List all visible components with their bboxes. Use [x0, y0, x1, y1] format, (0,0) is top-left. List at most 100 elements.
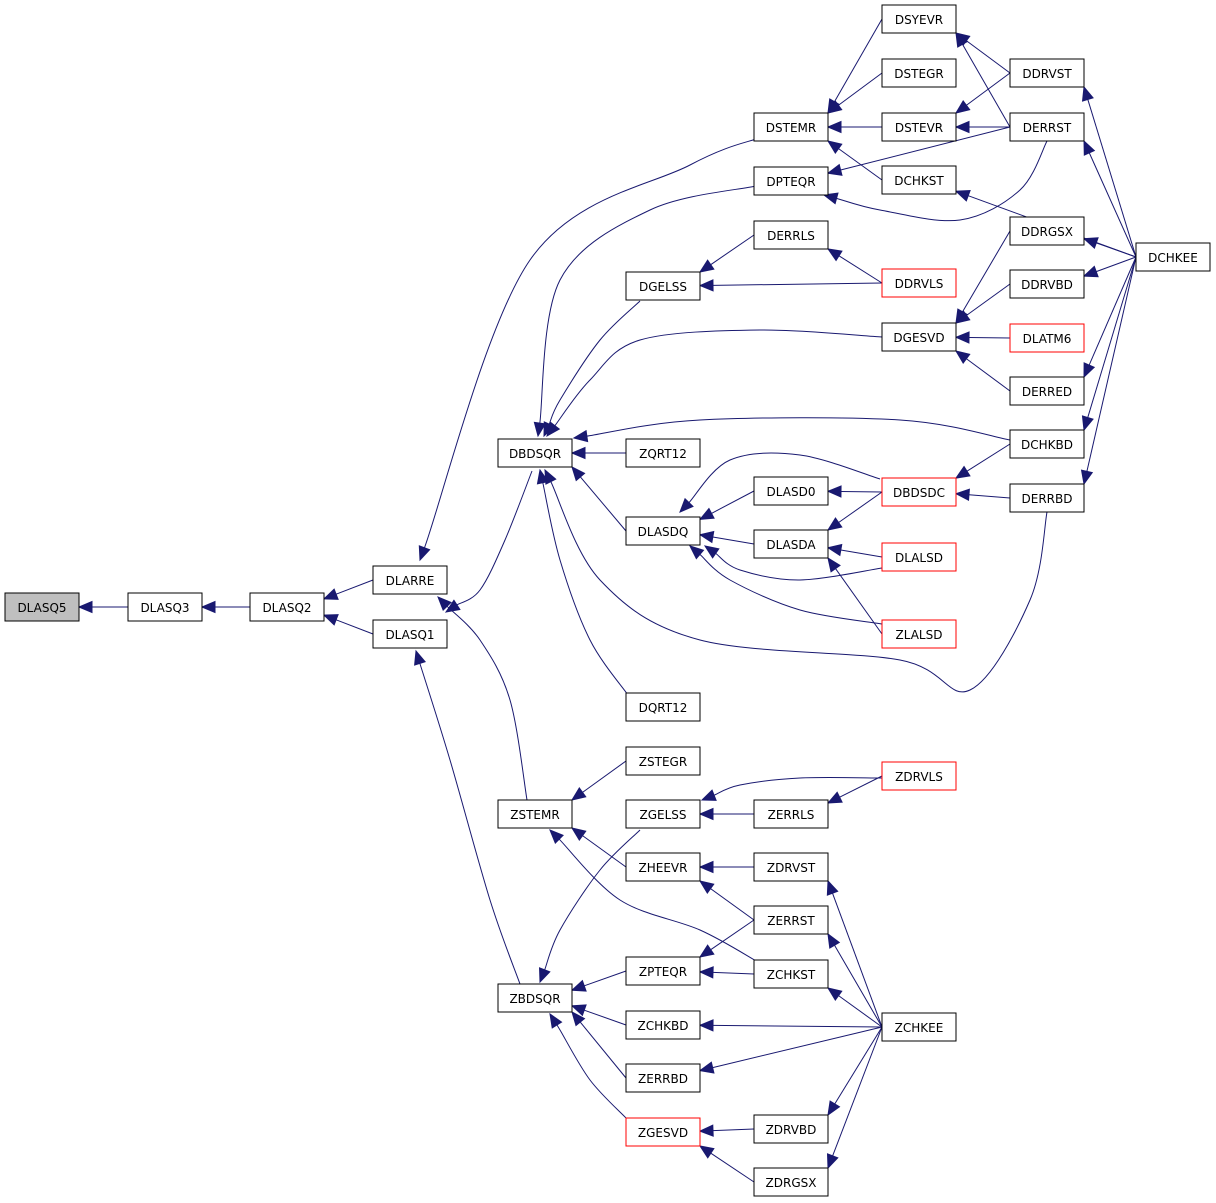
node-zgelss[interactable]: ZGELSS: [625, 799, 701, 829]
edge-dlasq1-to-dlasq2: [322, 614, 374, 635]
node-ddrgsx[interactable]: DDRGSX: [1009, 216, 1085, 246]
node-zdrvst[interactable]: ZDRVST: [753, 852, 829, 882]
edge-line: [1087, 99, 1137, 258]
node-label: DDRVBD: [1021, 278, 1073, 292]
node-dchkee[interactable]: DCHKEE: [1135, 242, 1211, 272]
edge-derrbd-to-dbdsdc: [954, 488, 1011, 502]
edge-dlasda-to-dlasdq: [698, 530, 755, 545]
edge-zheevr-to-zstemr: [570, 827, 627, 868]
edge-line: [1096, 256, 1137, 273]
node-zdrvls[interactable]: ZDRVLS: [881, 761, 957, 791]
node-dlasq3[interactable]: DLASQ3: [127, 592, 203, 622]
node-dlatm6[interactable]: DLATM6: [1009, 323, 1085, 353]
node-label: ZERRST: [767, 914, 815, 928]
edge-line: [710, 919, 755, 951]
node-dlarre[interactable]: DLARRE: [372, 565, 448, 595]
edge-line: [712, 1128, 755, 1132]
node-box: [881, 761, 957, 791]
node-zgesvd[interactable]: ZGESVD: [625, 1117, 701, 1147]
node-dgesvd[interactable]: DGESVD: [881, 322, 957, 352]
edge-zchkee-to-zerrst: [827, 932, 883, 1028]
edge-dstegr-to-dstemr: [826, 72, 883, 114]
node-dstemr[interactable]: DSTEMR: [753, 112, 829, 142]
edge-arrowhead: [822, 192, 839, 205]
node-box: [1009, 269, 1085, 299]
node-dlasq2[interactable]: DLASQ2: [249, 592, 325, 622]
edge-arrowhead: [77, 600, 93, 614]
edge-line: [1088, 256, 1137, 366]
node-label: DDRVLS: [895, 277, 944, 291]
node-dstevr[interactable]: DSTEVR: [881, 112, 957, 142]
node-label: ZQRT12: [639, 447, 687, 461]
node-dlasd0[interactable]: DLASD0: [753, 476, 829, 506]
node-zerrls[interactable]: ZERRLS: [753, 799, 829, 829]
node-derrls[interactable]: DERRLS: [753, 220, 829, 250]
node-dlasdq[interactable]: DLASDQ: [625, 516, 701, 546]
node-label: DERRBD: [1022, 492, 1073, 506]
node-label: ZDRGSX: [766, 1176, 817, 1190]
node-box: [753, 220, 829, 250]
node-derred[interactable]: DERRED: [1009, 376, 1085, 406]
edge-arrowhead: [570, 446, 586, 460]
node-zpteqr[interactable]: ZPTEQR: [625, 956, 701, 986]
edge-arrowhead: [549, 829, 564, 844]
node-zstegr[interactable]: ZSTEGR: [625, 746, 701, 776]
edge-dlasd0-to-dlasdq: [698, 490, 755, 521]
node-dsyevr[interactable]: DSYEVR: [881, 4, 957, 34]
node-zchkee[interactable]: ZCHKEE: [881, 1012, 957, 1042]
node-dpteqr[interactable]: DPTEQR: [753, 166, 829, 196]
edge-line: [834, 944, 883, 1028]
node-label: DSTEVR: [895, 121, 943, 135]
edge-dchkee-to-ddrvst: [1081, 85, 1137, 258]
edge-arrowhead: [572, 429, 589, 443]
node-ddrvls[interactable]: DDRVLS: [881, 268, 957, 298]
node-derrbd[interactable]: DERRBD: [1009, 483, 1085, 513]
edge-line: [710, 888, 755, 921]
node-zdrgsx[interactable]: ZDRGSX: [753, 1167, 829, 1197]
node-dlalsd[interactable]: DLALSD: [881, 542, 957, 572]
edge-arrowhead: [954, 99, 971, 114]
node-dstegr[interactable]: DSTEGR: [881, 58, 957, 88]
node-dlasq5[interactable]: DLASQ5: [4, 592, 80, 622]
edge-line: [962, 44, 1011, 128]
node-label: ZDRVBD: [766, 1123, 817, 1137]
node-dchkst[interactable]: DCHKST: [881, 165, 957, 195]
node-box: [372, 619, 448, 649]
node-dgelss[interactable]: DGELSS: [625, 271, 701, 301]
node-ddrvst[interactable]: DDRVST: [1009, 58, 1085, 88]
node-zerrbd[interactable]: ZERRBD: [625, 1063, 701, 1093]
node-box: [625, 1117, 701, 1147]
node-zbdsqr[interactable]: ZBDSQR: [497, 983, 573, 1013]
node-zerrst[interactable]: ZERRST: [753, 905, 829, 935]
node-zheevr[interactable]: ZHEEVR: [625, 852, 701, 882]
node-zstemr[interactable]: ZSTEMR: [497, 799, 573, 829]
node-dlasda[interactable]: DLASDA: [753, 529, 829, 559]
node-zqrt12[interactable]: ZQRT12: [625, 438, 701, 468]
node-label: ZHEEVR: [639, 861, 688, 875]
node-zchkbd[interactable]: ZCHKBD: [625, 1010, 701, 1040]
edge-zchkee-to-zdrvst: [826, 879, 883, 1028]
edge-arrowhead: [700, 789, 717, 801]
edge-line: [715, 552, 883, 581]
edge-arrowhead: [1082, 237, 1099, 250]
node-zdrvbd[interactable]: ZDRVBD: [753, 1114, 829, 1144]
edge-line: [839, 775, 883, 798]
edge-line: [968, 494, 1011, 499]
edge-line: [419, 663, 521, 985]
node-ddrvbd[interactable]: DDRVBD: [1009, 269, 1085, 299]
edge-dchkee-to-ddrvbd: [1082, 256, 1137, 278]
edge-arrowhead: [954, 310, 971, 324]
edge-arrowhead: [954, 465, 971, 479]
node-dchkbd[interactable]: DCHKBD: [1009, 429, 1085, 459]
node-dqrt12[interactable]: DQRT12: [625, 692, 701, 722]
edge-line: [582, 835, 627, 868]
edge-zerrls-to-zgelss: [698, 807, 754, 821]
node-dlasq1[interactable]: DLASQ1: [372, 619, 448, 649]
node-dbdsqr[interactable]: DBDSQR: [497, 438, 573, 468]
edge-line: [836, 140, 1048, 222]
node-dbdsdc[interactable]: DBDSDC: [881, 477, 957, 507]
edge-arrowhead: [200, 600, 216, 614]
node-zchkst[interactable]: ZCHKST: [753, 959, 829, 989]
node-derrst[interactable]: DERRST: [1009, 112, 1085, 142]
node-zlalsd[interactable]: ZLALSD: [881, 619, 957, 649]
